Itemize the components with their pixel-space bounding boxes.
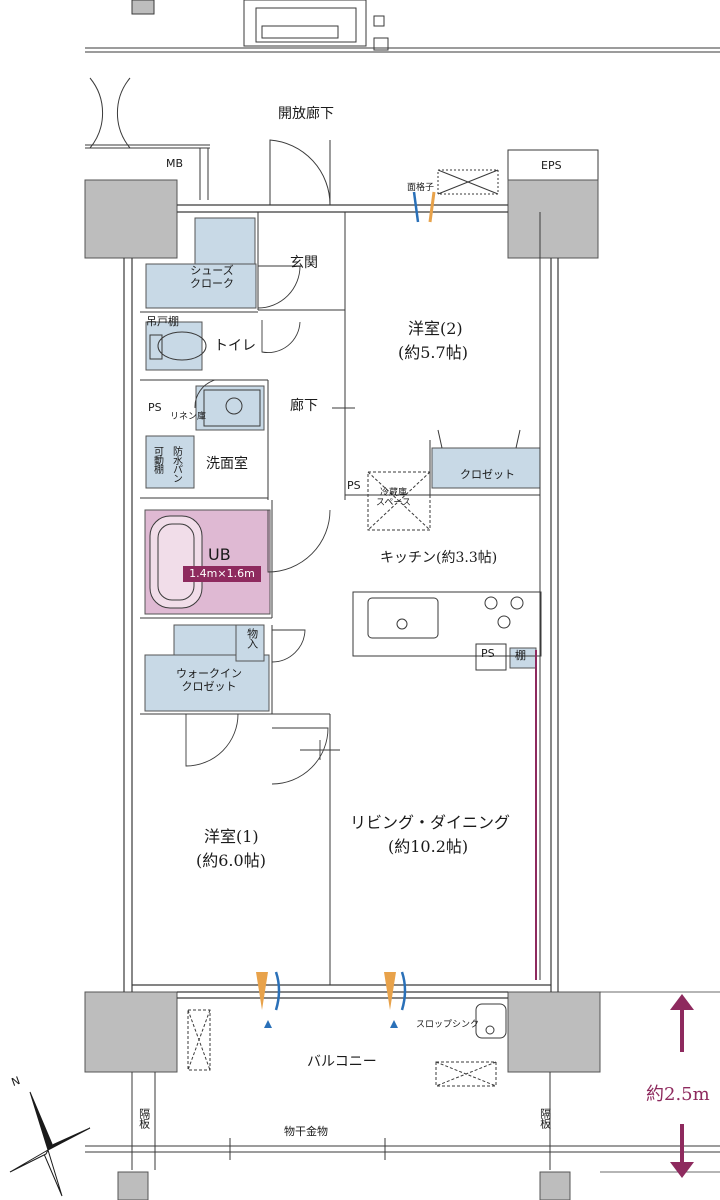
waterproof-pan-label: 防水パン xyxy=(170,446,182,482)
partition-right-label: 隔板 xyxy=(538,1108,552,1128)
walkin-closet-label: ウォークイン クロゼット xyxy=(176,667,242,693)
ps-mid-label: PS xyxy=(347,479,361,492)
movable-shelf-label: 可動棚 xyxy=(151,446,163,473)
corridor-label: 廊下 xyxy=(290,398,318,414)
fridge-space-label: 冷蔵庫 スペース xyxy=(376,488,411,509)
shelf-label: 棚 xyxy=(515,649,526,662)
western1-size: (約6.0帖) xyxy=(196,851,266,870)
western2-name: 洋室(2) xyxy=(408,319,463,338)
doors xyxy=(185,265,355,785)
north-arrow xyxy=(9,1091,91,1197)
partition-left-label: 隔板 xyxy=(137,1108,151,1128)
genkan-label: 玄関 xyxy=(290,255,318,271)
living-name: リビング・ダイニング xyxy=(350,813,511,832)
ub-size-badge: 1.4m×1.6m xyxy=(183,566,261,582)
corridor-area xyxy=(85,0,720,206)
toilet-label: トイレ xyxy=(214,338,256,354)
outer-walls xyxy=(123,204,559,999)
interior-walls xyxy=(140,212,541,985)
drying-rack-label: 物干金物 xyxy=(284,1125,328,1138)
mb-label: MB xyxy=(166,157,184,170)
living-size: (約10.2帖) xyxy=(388,837,469,856)
ps-top-label: PS xyxy=(148,401,162,414)
ps-kitchen-label: PS xyxy=(481,647,495,660)
balcony-label: バルコニー xyxy=(307,1054,377,1070)
open-corridor-label: 開放廊下 xyxy=(278,106,334,122)
fixtures xyxy=(85,331,720,1173)
kitchen-label: キッチン(約3.3帖) xyxy=(380,550,498,566)
western2-size: (約5.7帖) xyxy=(398,343,468,362)
columns xyxy=(84,179,601,1200)
hanging-shelf-label: 吊戸棚 xyxy=(146,315,179,328)
storage-label: 物入 xyxy=(245,628,259,648)
western1-name: 洋室(1) xyxy=(204,827,259,846)
linen-label: リネン庫 xyxy=(170,412,207,422)
balcony-depth-label: 約2.5m xyxy=(646,1084,710,1105)
vent-markers xyxy=(256,191,436,1028)
shoes-cloak-label: シューズ クローク xyxy=(190,264,234,290)
slop-sink-label: スロップシンク xyxy=(416,1020,480,1030)
closet-label: クロゼット xyxy=(460,468,515,481)
ub-label: UB xyxy=(208,545,231,564)
lattice-label: 面格子 xyxy=(407,183,435,193)
room-fills xyxy=(144,217,541,712)
balcony-depth-arrows xyxy=(670,994,694,1178)
washroom-label: 洗面室 xyxy=(206,456,248,472)
eps-label: EPS xyxy=(541,159,562,172)
